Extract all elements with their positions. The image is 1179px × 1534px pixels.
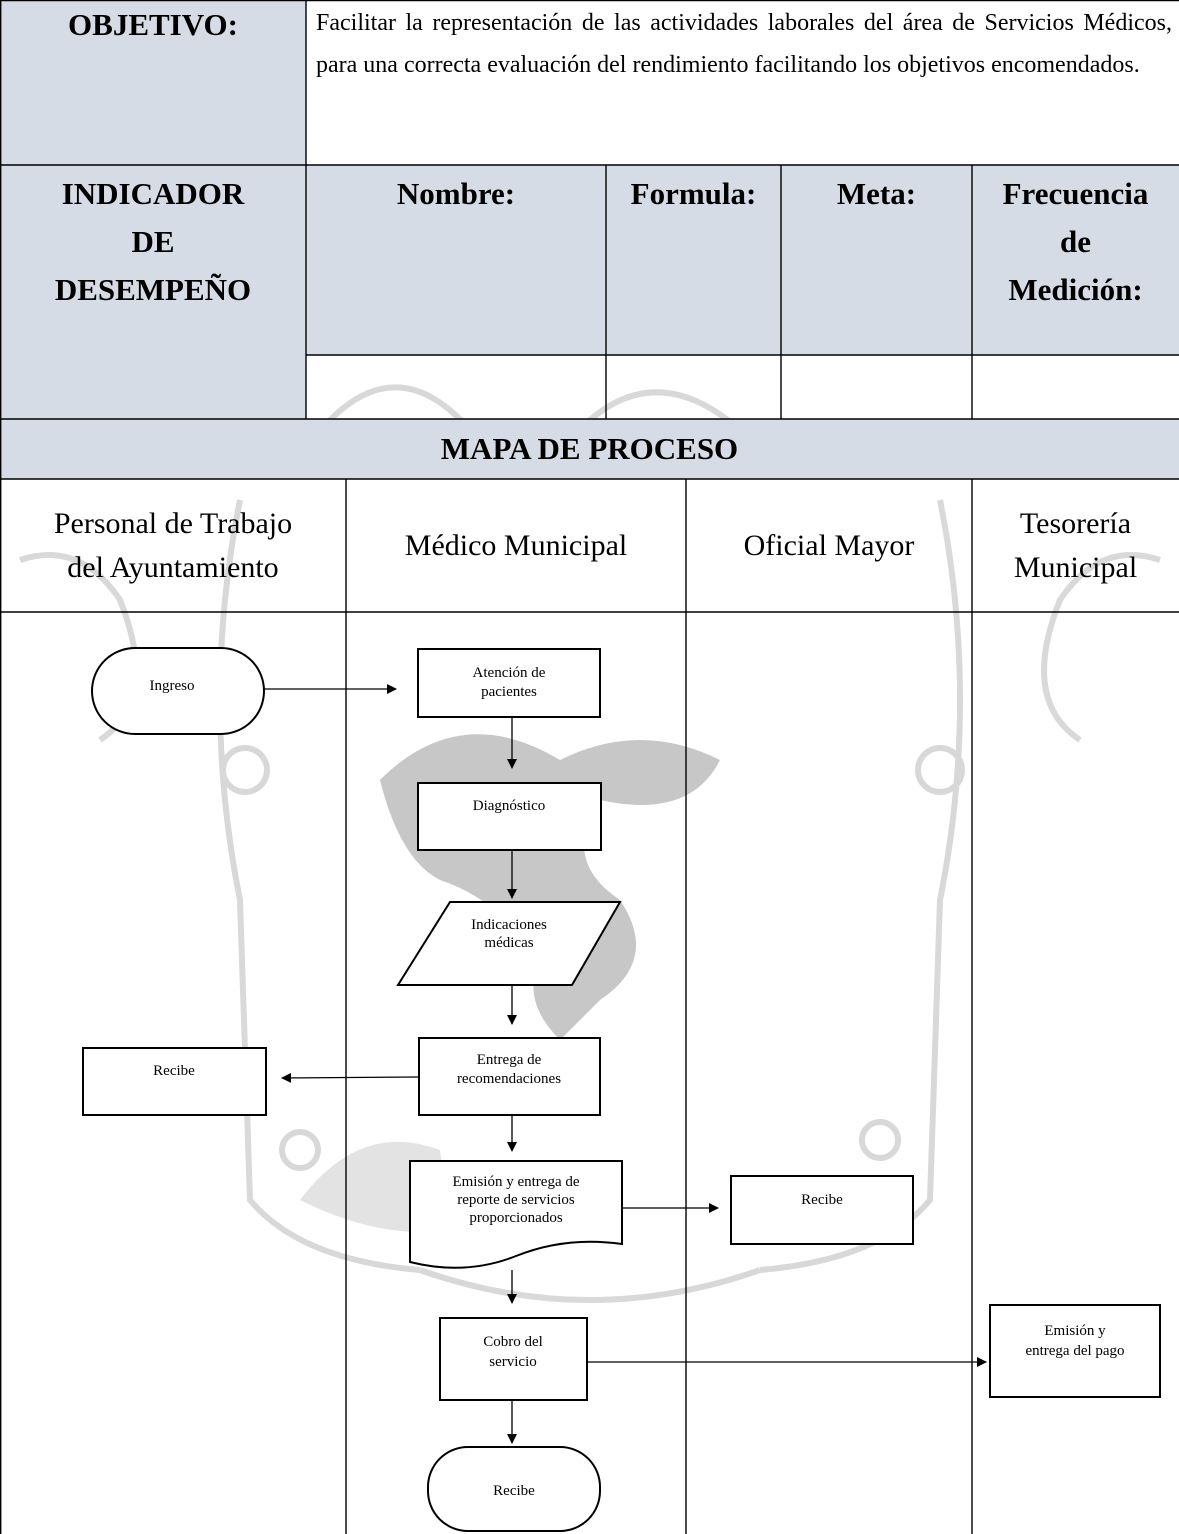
node-diagnostico [417, 782, 602, 851]
frecuencia-line-3: Medición: [1008, 272, 1143, 307]
node-emision-pago-label-2: entrega del pago [1025, 1343, 1124, 1359]
node-emision-label-3: proporcionados [469, 1210, 562, 1226]
indicator-label: INDICADOR DE DESEMPEÑO [0, 170, 306, 314]
column-frecuencia: Frecuencia de Medición: [972, 170, 1179, 314]
node-recibe-personal [82, 1047, 267, 1116]
node-indicaciones-label-2: médicas [484, 935, 533, 951]
node-diagnostico-label: Diagnóstico [473, 798, 546, 814]
node-atencion-label-2: pacientes [481, 684, 537, 700]
node-entrega-label-1: Entrega de [477, 1052, 542, 1068]
lane-tesoreria-line-1: Tesorería [1019, 507, 1132, 540]
lane-personal-line-2: del Ayuntamiento [67, 551, 279, 584]
lane-header-tesoreria: Tesorería Municipal [972, 482, 1179, 610]
indicator-label-line-3: DESEMPEÑO [54, 272, 252, 307]
node-recibe-final-label: Recibe [493, 1483, 535, 1499]
frecuencia-line-1: Frecuencia [1002, 176, 1149, 211]
node-atencion-label-1: Atención de [473, 665, 546, 681]
node-emision-label-2: reporte de servicios [457, 1192, 575, 1208]
indicator-row [0, 165, 1179, 355]
lane-personal-line-1: Personal de Trabajo [53, 507, 293, 540]
node-indicaciones [396, 901, 622, 986]
objective-label-cell [0, 0, 306, 165]
process-map-title-cell [0, 419, 1179, 479]
arrow-entrega-recibe [281, 1072, 420, 1083]
node-ingreso-label: Ingreso [150, 678, 195, 694]
objective-text: Facilitar la representación de las activ… [316, 10, 1172, 78]
lane-header-personal: Personal de Trabajo del Ayuntamiento [0, 482, 346, 610]
node-cobro-label-1: Cobro del [483, 1334, 543, 1350]
frecuencia-line-2: de [1060, 224, 1091, 259]
node-recibe-oficial-label: Recibe [801, 1192, 843, 1208]
objective-label: OBJETIVO: [68, 7, 238, 42]
node-cobro [439, 1317, 588, 1401]
node-emision-reporte [409, 1160, 623, 1269]
connectors [264, 684, 987, 1444]
node-cobro-label-2: servicio [489, 1354, 536, 1370]
node-entrega-recomendaciones [418, 1037, 601, 1116]
column-meta: Meta: [836, 176, 917, 211]
node-entrega-label-2: recomendaciones [457, 1071, 561, 1087]
node-recibe-final [427, 1446, 601, 1532]
node-emision-label-1: Emisión y entrega de [452, 1174, 579, 1190]
node-recibe-oficial [730, 1175, 914, 1245]
process-map-title: MAPA DE PROCESO [440, 431, 739, 466]
node-emision-pago [989, 1304, 1161, 1398]
lane-header-oficial: Oficial Mayor [743, 529, 915, 562]
indicator-label-line-2: DE [131, 224, 175, 259]
column-nombre: Nombre: [396, 176, 516, 211]
node-atencion [417, 648, 601, 718]
indicator-label-cell-extension [0, 355, 306, 419]
lane-tesoreria-line-2: Municipal [1013, 551, 1138, 584]
node-indicaciones-label-1: Indicaciones [471, 917, 547, 933]
node-ingreso [91, 647, 265, 735]
node-emision-pago-label-1: Emisión y [1044, 1323, 1106, 1339]
indicator-label-line-1: INDICADOR [61, 176, 245, 211]
node-recibe-personal-label: Recibe [153, 1063, 195, 1079]
lane-header-medico: Médico Municipal [404, 529, 628, 562]
column-formula: Formula: [630, 176, 757, 211]
